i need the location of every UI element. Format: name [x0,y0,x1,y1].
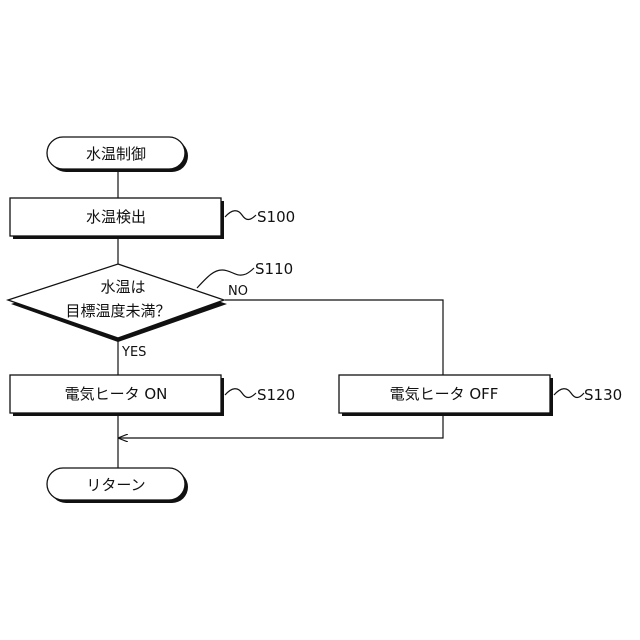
s130-step-label: S130 [584,386,622,404]
start-terminal-label: 水温制御 [86,145,146,163]
start-terminal: 水温制御 [47,137,188,172]
connector-heater-off-merge [119,414,443,438]
decision-diamond: 水温は 目標温度未満？ [8,264,227,342]
s130-leader [554,389,584,398]
return-terminal-label: リターン [86,476,145,494]
water-temp-detect-label: 水温検出 [86,208,146,226]
heater-off-box: 電気ヒータ OFF [339,375,553,416]
heater-on-box: 電気ヒータ ON [10,375,224,416]
s120-leader [225,389,256,398]
yes-branch-label: YES [121,345,146,360]
s100-leader [225,211,256,220]
heater-off-label: 電気ヒータ OFF [390,385,499,403]
s120-step-label: S120 [257,386,295,404]
decision-line-1: 水温は [100,278,145,296]
return-terminal: リターン [47,468,188,503]
s110-step-label: S110 [255,260,293,278]
no-branch-label: NO [228,284,248,299]
s100-step-label: S100 [257,208,295,226]
heater-on-label: 電気ヒータ ON [65,385,168,403]
decision-line-2: 目標温度未満？ [65,302,170,320]
water-temp-detect-box: 水温検出 [10,198,224,239]
connector-no-branch [225,300,443,375]
